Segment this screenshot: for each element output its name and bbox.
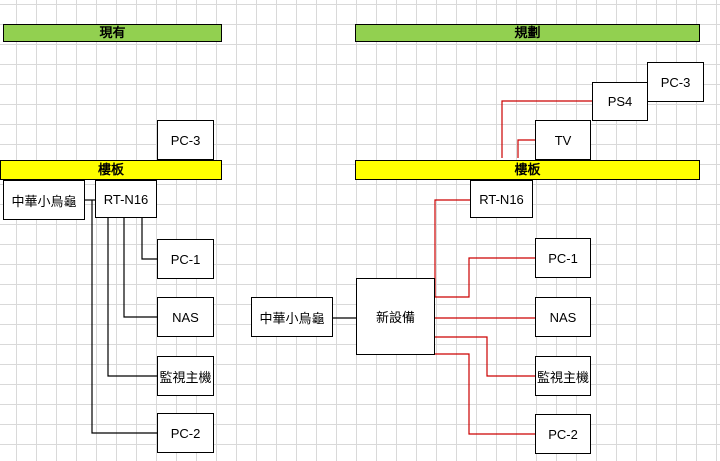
current-pc3-box: PC-3 [157,120,214,160]
planned-tv-box: TV [535,120,591,160]
planned-pc1-label: PC-1 [548,250,578,266]
planned-pc1-box: PC-1 [535,238,591,278]
link-new-pc2 [435,353,535,435]
planned-new-device-box: 新設備 [356,278,435,355]
planned-isp-box: 中華小烏龜 [251,297,333,337]
current-floor-bar: 樓板 [0,160,222,180]
planned-floor-bar: 樓板 [355,160,700,180]
planned-tv-label: TV [554,132,572,148]
current-links [85,199,157,434]
planned-router-box: RT-N16 [470,180,533,218]
link-new-router [434,199,470,297]
current-router-box: RT-N16 [95,180,157,218]
link-router-pc2 [91,200,157,434]
planned-header: 規劃 [355,24,700,42]
planned-pc2-box: PC-2 [535,414,591,454]
planned-pc3-label: PC-3 [660,74,691,90]
planned-dvr-label: 監視主機 [536,369,589,385]
link-router-pc1 [141,218,157,260]
current-pc1-box: PC-1 [157,239,214,279]
planned-ps4-label: PS4 [607,94,633,109]
planned-nas-box: NAS [535,297,591,337]
current-pc2-box: PC-2 [157,413,214,453]
current-isp-label: 中華小烏龜 [11,193,77,209]
planned-ps4-box: PS4 [592,82,648,121]
planned-pc3-box: PC-3 [647,62,704,102]
current-nas-label: NAS [172,309,199,325]
link-new-pc1 [435,257,535,298]
planned-dvr-box: 監視主機 [535,356,591,396]
planned-links [434,100,592,435]
current-header: 現有 [3,24,222,42]
current-isp-box: 中華小烏龜 [3,180,85,220]
current-dvr-box: 監視主機 [157,356,214,396]
current-pc1-label: PC-1 [170,251,201,267]
current-router-label: RT-N16 [103,191,149,207]
link-new-dvr [435,336,535,377]
link-router-dvr [107,218,157,377]
current-pc3-label: PC-3 [170,132,201,148]
link-tv-bottom [517,139,535,158]
link-tv-up-ps4 [501,100,592,158]
planned-new-device-label: 新設備 [375,310,415,325]
current-nas-box: NAS [157,297,214,337]
link-router-nas [123,218,157,318]
planned-router-label: RT-N16 [479,191,524,207]
current-pc2-label: PC-2 [170,425,201,441]
planned-pc2-label: PC-2 [548,426,578,442]
planned-nas-label: NAS [549,309,577,325]
current-dvr-label: 監視主機 [159,369,212,385]
planned-isp-label: 中華小烏龜 [259,310,325,326]
